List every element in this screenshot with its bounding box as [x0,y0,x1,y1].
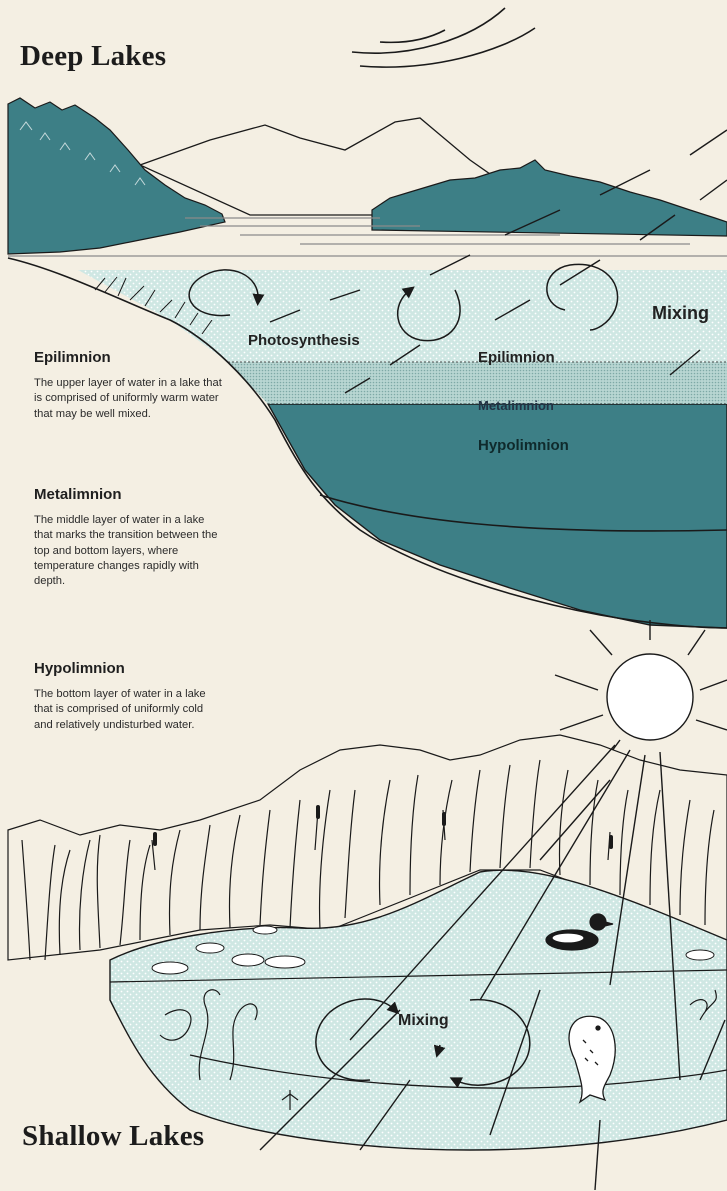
shallow-lakes-title: Shallow Lakes [22,1120,204,1153]
definition-text: The middle layer of water in a lake that… [34,513,224,589]
epilimnion-label: Epilimnion [478,349,555,366]
mixing-label-deep: Mixing [652,303,709,324]
definition-hypolimnion: Hypolimnion The bottom layer of water in… [34,660,224,733]
definition-term: Hypolimnion [34,660,224,677]
definition-term: Metalimnion [34,486,224,503]
hypolimnion-label: Hypolimnion [478,437,569,454]
photosynthesis-label: Photosynthesis [248,332,360,349]
definition-metalimnion: Metalimnion The middle layer of water in… [34,486,224,589]
wind-strokes [352,8,535,67]
metalimnion-label: Metalimnion [478,398,554,413]
definition-epilimnion: Epilimnion The upper layer of water in a… [34,349,224,422]
deep-lakes-title: Deep Lakes [20,40,166,73]
definition-term: Epilimnion [34,349,224,366]
mixing-label-shallow: Mixing [398,1012,449,1030]
definition-text: The upper layer of water in a lake that … [34,376,224,422]
definition-text: The bottom layer of water in a lake that… [34,687,224,733]
